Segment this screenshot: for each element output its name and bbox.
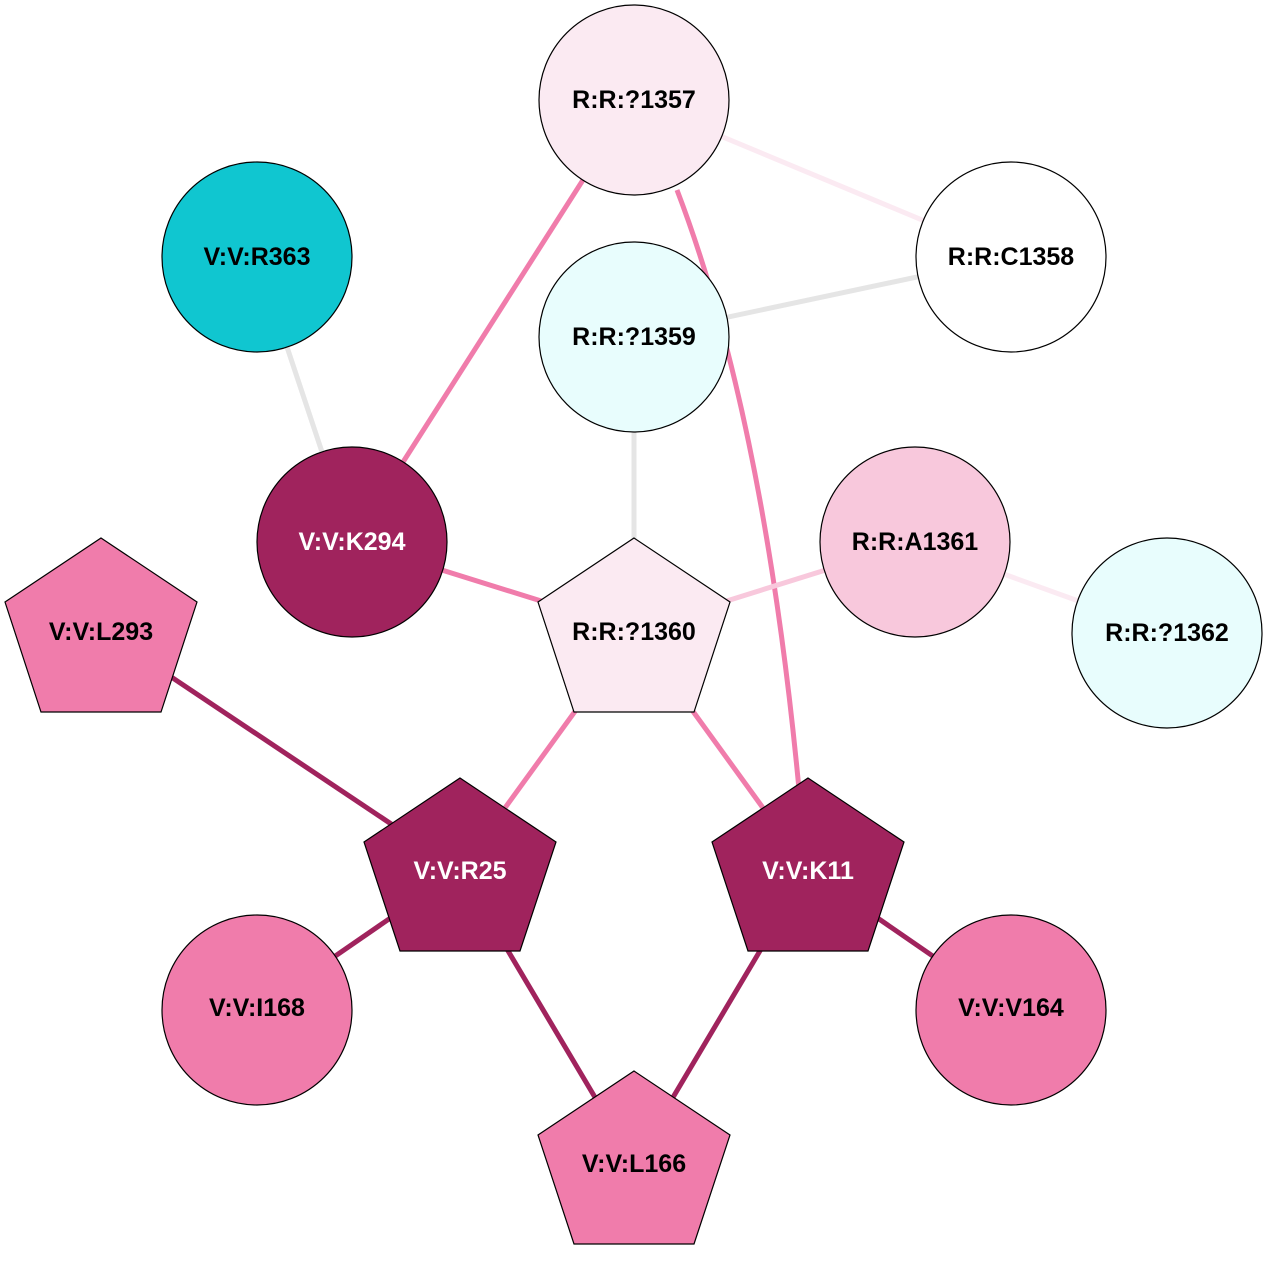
node-r-c1358[interactable]: R:R:C1358 — [915, 161, 1107, 353]
node-v-l166[interactable]: V:V:L166 — [537, 1070, 731, 1245]
nodes: R:R:?1357 R:R:C1358 V:V:R363 R:R:?1359 V… — [4, 4, 1263, 1245]
node-v-v164[interactable]: V:V:V164 — [915, 914, 1107, 1106]
node-r-1362[interactable]: R:R:?1362 — [1071, 537, 1263, 729]
node-label: V:V:R363 — [203, 243, 310, 271]
node-label: R:R:?1359 — [572, 323, 696, 351]
node-r-1359[interactable]: R:R:?1359 — [538, 241, 730, 433]
node-label: V:V:L166 — [582, 1150, 686, 1178]
node-label: R:R:A1361 — [852, 528, 979, 556]
node-label: V:V:V164 — [958, 994, 1064, 1022]
node-label: R:R:?1362 — [1105, 619, 1229, 647]
node-label: R:R:C1358 — [948, 243, 1075, 271]
node-label: R:R:?1360 — [572, 618, 696, 646]
node-label: R:R:?1357 — [572, 86, 696, 114]
node-v-k11[interactable]: V:V:K11 — [711, 777, 905, 952]
node-label: V:V:R25 — [413, 857, 506, 885]
node-v-r25[interactable]: V:V:R25 — [363, 777, 557, 952]
node-label: V:V:K294 — [298, 528, 405, 556]
node-label: V:V:K11 — [762, 857, 854, 885]
node-label: V:V:I168 — [209, 994, 305, 1022]
node-r-a1361[interactable]: R:R:A1361 — [819, 446, 1011, 638]
node-label: V:V:L293 — [49, 618, 153, 646]
node-r-1360[interactable]: R:R:?1360 — [537, 537, 731, 713]
node-v-k294[interactable]: V:V:K294 — [256, 446, 448, 638]
edge-1357-k11 — [674, 189, 803, 801]
node-v-l293[interactable]: V:V:L293 — [4, 537, 198, 713]
node-v-r363[interactable]: V:V:R363 — [161, 161, 353, 353]
node-r-1357[interactable]: R:R:?1357 — [538, 4, 730, 196]
node-v-i168[interactable]: V:V:I168 — [161, 914, 353, 1106]
